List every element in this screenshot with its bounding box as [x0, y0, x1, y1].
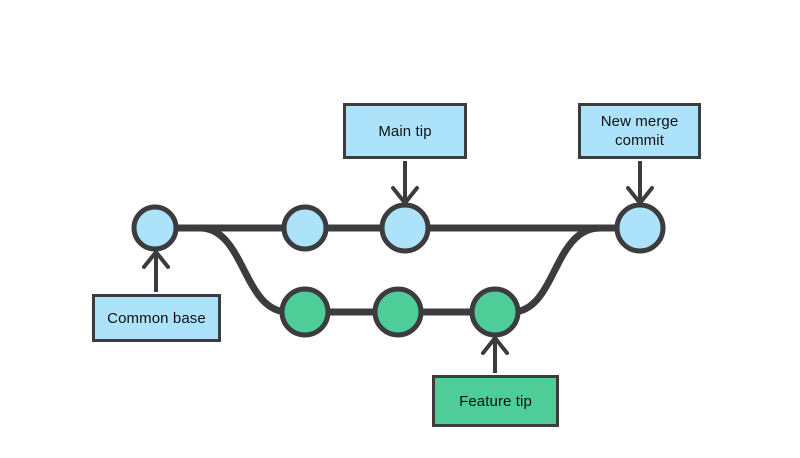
commit-node-feature-tip[interactable]: [469, 286, 521, 338]
merge-curve: [508, 224, 604, 316]
label-box-new-merge-commit[interactable]: New merge commit: [578, 103, 701, 159]
arrow-main-tip: [391, 161, 419, 205]
arrow-common-base: [142, 250, 170, 292]
commit-node-feature-1[interactable]: [279, 286, 331, 338]
label-box-main-tip[interactable]: Main tip: [343, 103, 467, 159]
arrow-new-merge-commit: [626, 161, 654, 205]
arrow-feature-tip: [481, 336, 509, 373]
commit-node-main-tip[interactable]: [379, 202, 431, 254]
commit-node-feature-2[interactable]: [372, 286, 424, 338]
branch-off-curve: [196, 224, 292, 316]
commit-node-main-1[interactable]: [281, 204, 329, 252]
label-box-feature-tip[interactable]: Feature tip: [432, 375, 559, 427]
label-box-common-base[interactable]: Common base: [92, 294, 221, 342]
commit-node-base[interactable]: [131, 204, 179, 252]
commit-node-merge-commit[interactable]: [614, 202, 666, 254]
